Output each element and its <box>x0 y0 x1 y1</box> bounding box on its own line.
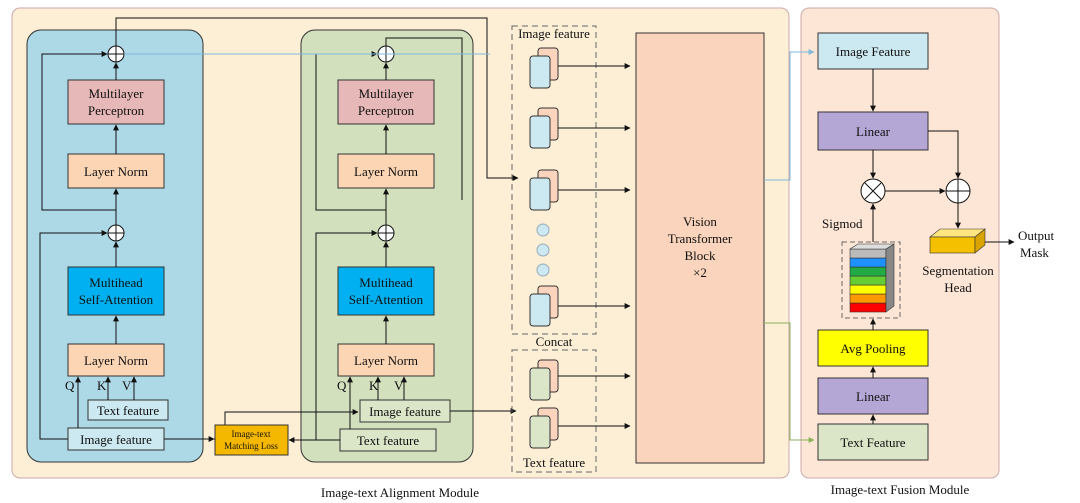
mlp-box <box>67 79 165 125</box>
sigmoid-label: Sigmod <box>822 216 863 231</box>
mlp-label-2: Perceptron <box>358 103 415 118</box>
vit-text-out <box>764 322 815 443</box>
alignment-module-caption: Image-text Alignment Module <box>321 485 479 500</box>
right-encoder: Multilayer Perceptron Layer Norm Multihe… <box>315 37 517 452</box>
fusion-module-caption: Image-text Fusion Module <box>831 482 970 497</box>
attention-box <box>67 266 165 316</box>
image-token <box>529 169 559 211</box>
layer-norm-top <box>337 153 435 189</box>
pooled-feature-stack <box>848 243 896 313</box>
vit-label-4: ×2 <box>693 265 707 280</box>
image-token <box>529 47 559 89</box>
linear-label: Linear <box>856 124 891 139</box>
text-feature-label: Text Feature <box>840 435 905 450</box>
avg-pooling-box <box>817 329 929 367</box>
layer-norm-bottom <box>67 343 165 377</box>
text-feature-label: Text feature <box>97 403 159 418</box>
text-feature-box <box>817 423 929 461</box>
segmentation-head-label-1: Segmentation <box>922 263 994 278</box>
image-feature-label: Image feature <box>369 404 441 419</box>
vit-block <box>635 32 765 464</box>
text-feature-box <box>87 399 169 421</box>
ellipsis-dot <box>536 243 550 257</box>
mlp-label-1: Multilayer <box>89 86 145 101</box>
layer-norm-top <box>67 153 165 189</box>
image-feature-group <box>511 25 597 335</box>
ellipsis-dot <box>536 263 550 277</box>
vit-label-2: Transformer <box>668 231 733 246</box>
attention-label-2: Self-Attention <box>349 292 424 307</box>
text-token <box>529 407 559 449</box>
mlp-box <box>337 79 435 125</box>
q-label: Q <box>337 378 347 393</box>
q-label: Q <box>65 378 75 393</box>
layer-norm-label: Layer Norm <box>84 353 148 368</box>
ellipsis-dot <box>536 223 550 237</box>
attention-box <box>337 266 435 316</box>
image-feature-label: Image feature <box>80 432 152 447</box>
image-feature-label: Image Feature <box>836 44 911 59</box>
output-label-1: Output <box>1018 228 1055 243</box>
v-label: V <box>394 378 404 393</box>
vit-label-1: Vision <box>683 214 717 229</box>
text-token <box>529 359 559 401</box>
image-token <box>529 285 559 327</box>
k-label: K <box>369 378 379 393</box>
attention-label-2: Self-Attention <box>79 292 154 307</box>
mlp-label-1: Multilayer <box>359 86 415 101</box>
fusion-module: Image Feature Linear Sigmod Avg Pooling … <box>817 32 1055 461</box>
text-feature-group <box>511 349 597 473</box>
mlp-label-2: Perceptron <box>88 103 145 118</box>
segmentation-head-label-2: Head <box>944 280 972 295</box>
linear-box-bottom <box>817 377 929 415</box>
concat-label: Concat <box>536 334 573 349</box>
linear-label: Linear <box>856 389 891 404</box>
layer-norm-label: Layer Norm <box>354 353 418 368</box>
layer-norm-label: Layer Norm <box>354 164 418 179</box>
segmentation-head-icon <box>929 228 986 254</box>
matching-loss-box <box>214 424 289 456</box>
vit-label-3: Block <box>684 248 716 263</box>
concat-group: Image feature Concat Text feature <box>511 25 631 473</box>
avg-pooling-label: Avg Pooling <box>840 341 906 356</box>
image-feature-box <box>817 32 929 70</box>
image-token <box>529 107 559 149</box>
v-label: V <box>122 378 132 393</box>
k-label: K <box>97 378 107 393</box>
text-feature-group-label: Text feature <box>523 455 585 470</box>
image-feature-group-label: Image feature <box>518 26 590 41</box>
attention-label-1: Multihead <box>359 275 413 290</box>
layer-norm-bottom <box>337 343 435 377</box>
left-encoder: Multilayer Perceptron Layer Norm Multihe… <box>39 17 519 451</box>
vit-image-out <box>764 49 815 181</box>
text-feature-label: Text feature <box>357 433 419 448</box>
attention-label-1: Multihead <box>89 275 143 290</box>
matching-loss-label-2: Matching Loss <box>224 441 278 451</box>
layer-norm-label: Layer Norm <box>84 164 148 179</box>
pooled-feature-group <box>841 241 901 319</box>
output-label-2: Mask <box>1020 245 1049 260</box>
matching-loss-label-1: Image-text <box>232 429 271 439</box>
